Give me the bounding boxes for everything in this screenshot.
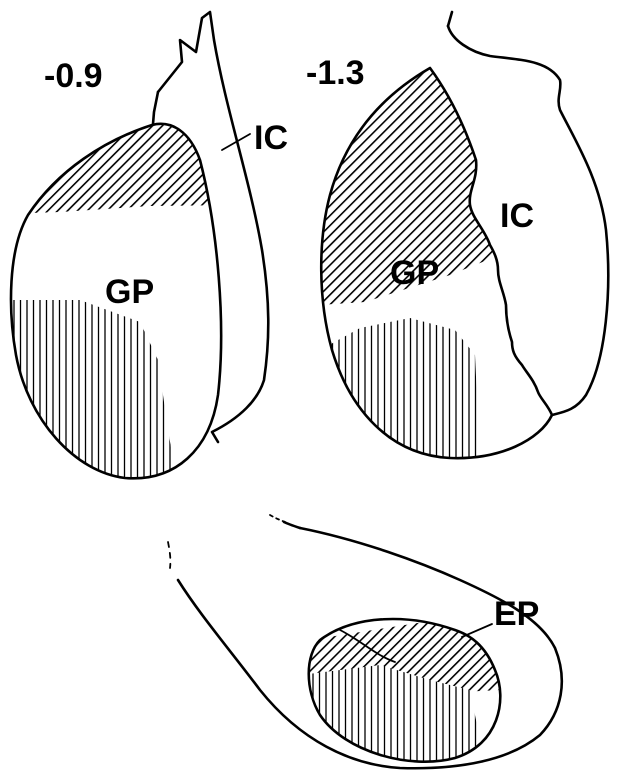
bottom-outer-outline-dashed bbox=[168, 542, 170, 568]
left-ic-label: IC bbox=[254, 119, 288, 157]
right-gp-label: GP bbox=[390, 254, 439, 292]
right-section-panel: -1.3 IC GP bbox=[306, 0, 608, 470]
right-section-label: -1.3 bbox=[306, 54, 365, 92]
left-vertical-hatch-region bbox=[0, 300, 180, 500]
left-gp-label: GP bbox=[105, 273, 154, 311]
left-section-panel: -0.9 IC GP bbox=[0, 0, 288, 500]
bottom-section-panel: EP bbox=[168, 515, 562, 771]
right-diagonal-hatch-region bbox=[320, 0, 560, 305]
left-section-label: -0.9 bbox=[44, 57, 103, 95]
right-ic-label: IC bbox=[500, 197, 534, 235]
ep-label: EP bbox=[494, 595, 539, 633]
right-vertical-hatch-region bbox=[320, 318, 480, 470]
